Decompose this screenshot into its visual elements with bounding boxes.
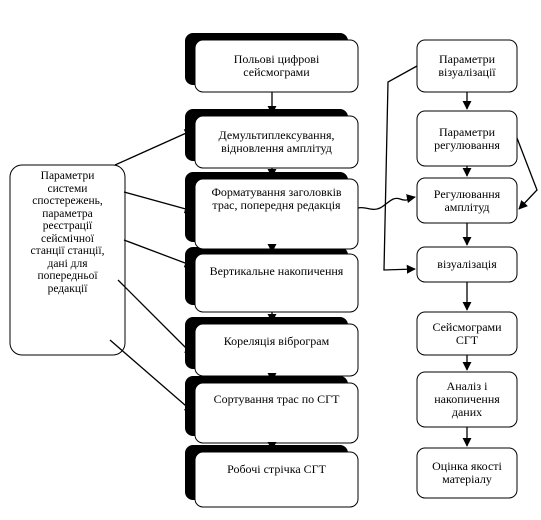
label-work-tape: Робочі стрічка СГТ <box>227 461 326 476</box>
flow-boxes <box>9 39 518 508</box>
label-params: Параметри системи спостережень, параметр… <box>30 170 105 295</box>
label-format: Форматування заголовків трас, попередня … <box>211 185 342 212</box>
label-vertical: Вертикальне накопичення <box>209 263 344 278</box>
box-params <box>9 164 126 356</box>
label-correlation: Кореляція віброграм <box>223 333 330 348</box>
label-visualization: візуалізація <box>437 257 497 271</box>
label-analysis: Аналіз і накопичення даних <box>434 379 500 419</box>
arrow-params-demux <box>114 129 194 166</box>
box-demux <box>194 115 359 169</box>
label-amp-reg: Регулювання амплітуд <box>433 186 501 214</box>
arrow-vis-params-visualization <box>383 65 418 274</box>
arrow-params-sorting <box>109 339 194 413</box>
label-vis-params: Параметри візуалізації <box>438 52 496 79</box>
arrow-reg-params-amp-reg <box>516 137 538 210</box>
arrow-params-format <box>123 191 194 214</box>
arrow-params-vertical <box>123 239 194 268</box>
label-seismograms: Сейсмограми СГТ <box>432 319 502 347</box>
arrow-format-amp-reg <box>357 194 416 211</box>
label-demux: Демультиплексування, відновлення ампліту… <box>218 128 335 155</box>
label-sorting: Сортування трас по СГТ <box>213 391 340 406</box>
box-quality <box>416 447 518 499</box>
label-quality: Оцінка якості матеріалу <box>432 459 502 486</box>
label-field: Польові цифрові сейсмограми <box>233 52 320 79</box>
box-work-tape <box>194 451 359 508</box>
label-reg-params: Параметри регулювання <box>434 124 500 152</box>
arrow-params-correlation <box>117 279 194 356</box>
flow-arrows <box>109 65 538 451</box>
box-field <box>194 39 359 93</box>
box-vertical <box>194 253 359 313</box>
